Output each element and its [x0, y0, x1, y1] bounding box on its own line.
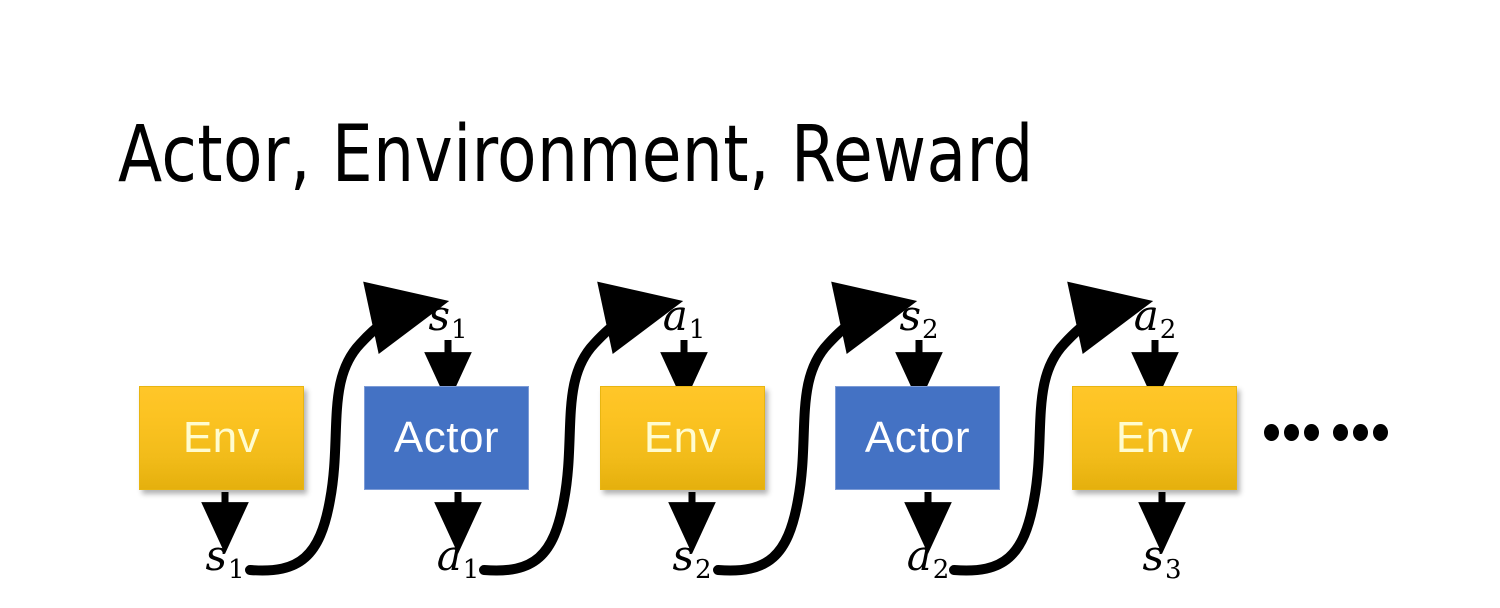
node-label: Env: [182, 413, 261, 462]
symbol-subscript: 1: [462, 554, 480, 585]
symbol-base: s: [205, 531, 227, 580]
ellipsis-dot: [1333, 424, 1348, 441]
ellipsis-dot: [1353, 424, 1368, 441]
label-action-a1-bottom: a1: [437, 535, 480, 583]
arrow-down-into-box: [424, 340, 1179, 404]
symbol-subscript: 3: [1165, 554, 1182, 585]
symbol-base: s: [1142, 531, 1164, 580]
ellipsis-dot: [1373, 424, 1388, 441]
label-action-a2-top: a2: [1134, 295, 1177, 343]
node-label: Actor: [393, 413, 500, 462]
symbol-base: a: [436, 531, 462, 580]
ellipsis-dot: [1264, 424, 1279, 441]
ellipsis-dot: [1284, 424, 1299, 441]
node-env-2[interactable]: Env: [600, 386, 765, 490]
symbol-base: s: [899, 291, 921, 340]
symbol-base: s: [428, 291, 450, 340]
symbol-subscript: 1: [688, 314, 706, 345]
symbol-subscript: 2: [922, 314, 939, 345]
label-state-s2-bottom: s2: [672, 535, 711, 583]
node-label: Env: [1115, 413, 1194, 462]
label-state-s3-bottom: s3: [1142, 535, 1181, 583]
ellipsis-dot-group: [1264, 424, 1319, 441]
node-label: Env: [643, 413, 722, 462]
label-state-s1-bottom: s1: [205, 535, 244, 583]
symbol-base: a: [906, 531, 932, 580]
symbol-subscript: 1: [451, 314, 468, 345]
node-actor-2[interactable]: Actor: [835, 386, 1000, 490]
symbol-subscript: 2: [695, 554, 712, 585]
ellipsis-dot-group: [1333, 424, 1388, 441]
node-label: Actor: [864, 413, 971, 462]
symbol-subscript: 1: [228, 554, 245, 585]
symbol-subscript: 2: [932, 554, 950, 585]
symbol-base: s: [672, 531, 694, 580]
continuation-ellipsis-icon: [1264, 424, 1388, 441]
node-env-1[interactable]: Env: [139, 386, 304, 490]
node-env-3[interactable]: Env: [1072, 386, 1237, 490]
label-state-s2-top: s2: [899, 295, 938, 343]
label-action-a1-top: a1: [663, 295, 706, 343]
arrow-down-out-of-box: [201, 492, 1186, 554]
label-state-s1-top: s1: [428, 295, 467, 343]
symbol-subscript: 2: [1159, 314, 1177, 345]
symbol-base: a: [662, 291, 688, 340]
symbol-base: a: [1133, 291, 1159, 340]
node-actor-1[interactable]: Actor: [364, 386, 529, 490]
page-title: Actor, Environment, Reward: [118, 110, 1034, 200]
label-action-a2-bottom: a2: [907, 535, 950, 583]
ellipsis-dot: [1304, 424, 1319, 441]
